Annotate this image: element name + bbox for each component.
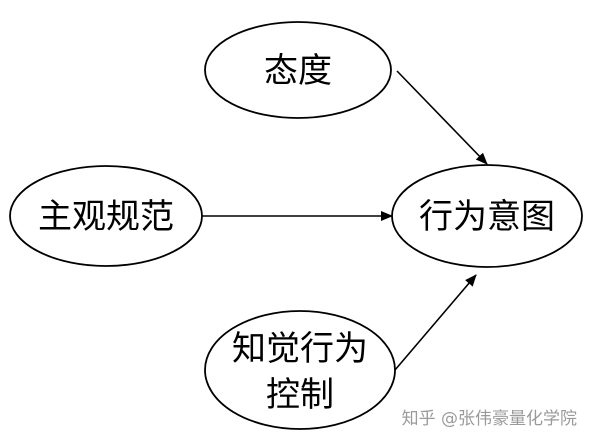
node-attitude-label: 态度 <box>264 51 332 91</box>
edge-perceived-control-to-intention <box>394 274 477 371</box>
node-attitude-shape <box>204 21 392 119</box>
node-perceived-control-label-line2: 控制 <box>266 375 334 415</box>
node-subjective-norm-label: 主观规范 <box>38 197 174 237</box>
edge-attitude-to-intention <box>396 70 488 165</box>
node-intention: 行为意图 <box>391 164 583 268</box>
node-attitude: 态度 <box>204 21 392 119</box>
node-perceived-control-label-line1: 知觉行为 <box>232 329 368 369</box>
node-perceived-control: 知觉行为 控制 <box>204 310 396 430</box>
watermark: 知乎 @张伟豪量化学院 <box>401 409 577 429</box>
node-intention-label: 行为意图 <box>419 197 555 237</box>
node-subjective-norm: 主观规范 <box>9 165 203 267</box>
